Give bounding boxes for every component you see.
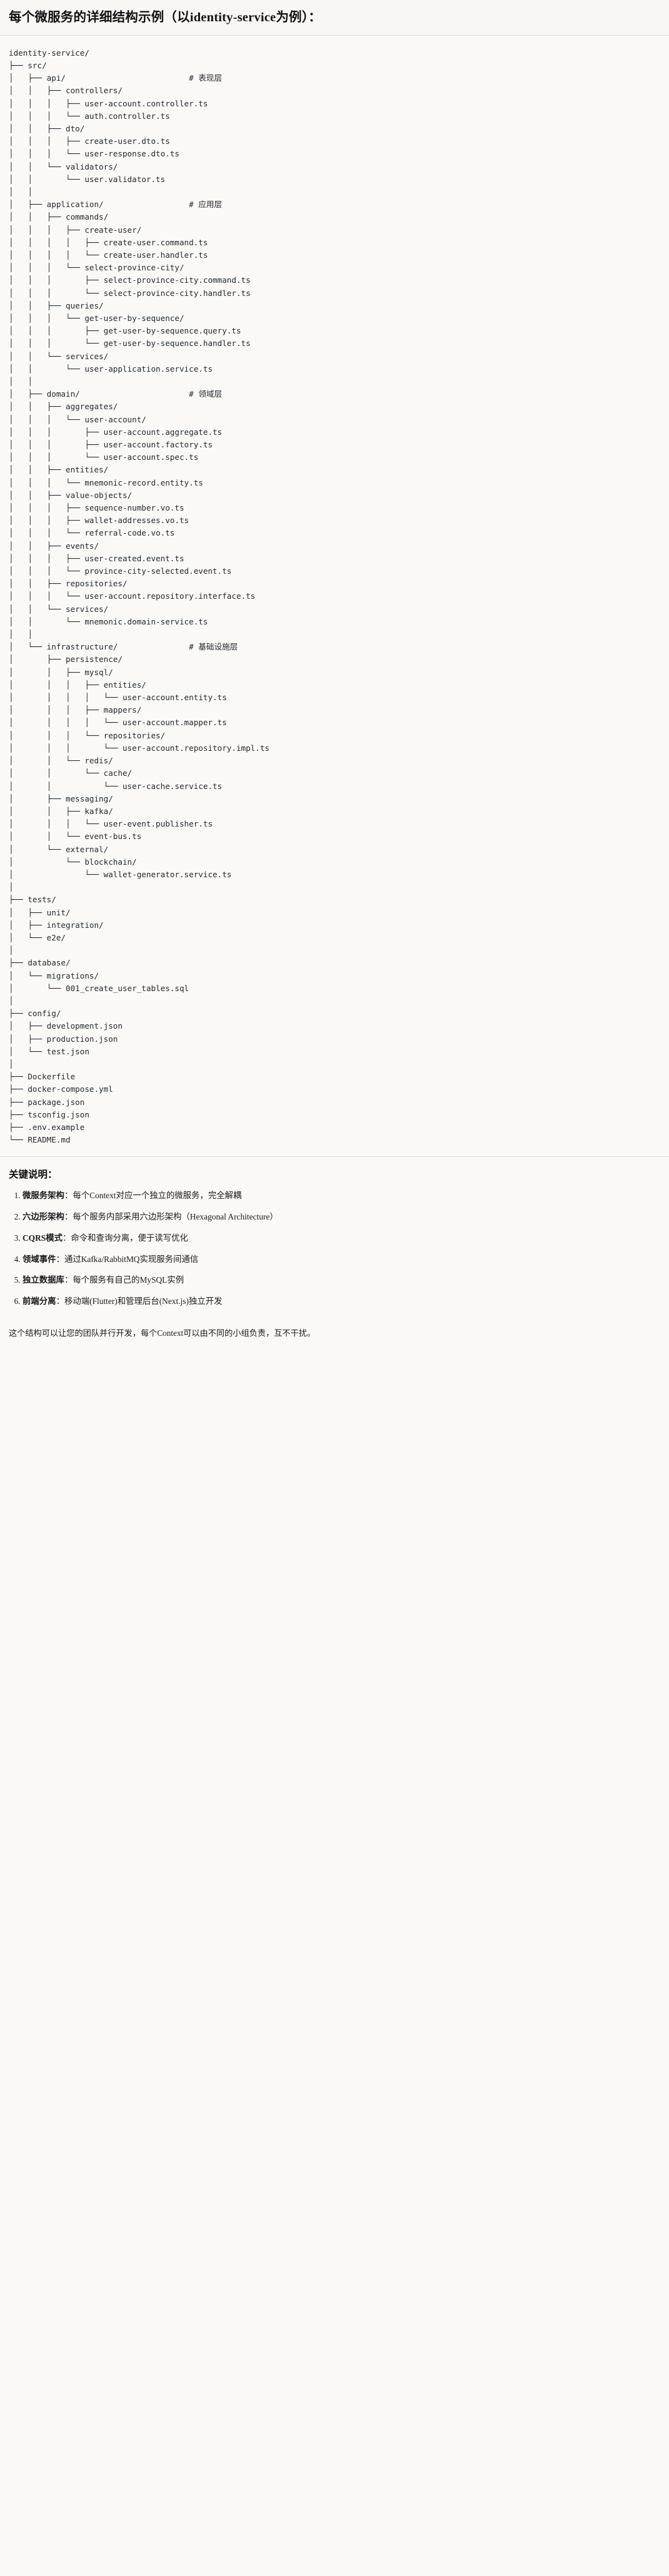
note-description: 每个服务有自己的MySQL实例 <box>73 1275 184 1285</box>
note-separator: ： <box>56 1296 64 1306</box>
note-description: 通过Kafka/RabbitMQ实现服务间通信 <box>64 1254 199 1264</box>
note-separator: ： <box>64 1212 73 1222</box>
key-notes-list: 微服务架构：每个Context对应一个独立的微服务，完全解耦 六边形架构：每个服… <box>9 1189 660 1308</box>
document-page: 每个微服务的详细结构示例（以identity-service为例）： ident… <box>0 0 669 1351</box>
document-header: 每个微服务的详细结构示例（以identity-service为例）： <box>0 0 669 36</box>
list-item: 微服务架构：每个Context对应一个独立的微服务，完全解耦 <box>23 1189 660 1203</box>
note-term: 微服务架构 <box>23 1191 64 1201</box>
note-term: 领域事件 <box>23 1254 56 1264</box>
list-item: 领域事件：通过Kafka/RabbitMQ实现服务间通信 <box>23 1253 660 1266</box>
note-description: 每个服务内部采用六边形架构（Hexagonal Architecture） <box>73 1212 278 1222</box>
directory-tree: identity-service/ ├── src/ │ ├── api/ # … <box>9 48 270 1145</box>
note-term: CQRS模式 <box>23 1233 63 1243</box>
key-notes-heading: 关键说明： <box>9 1169 58 1181</box>
note-separator: ： <box>63 1233 71 1243</box>
note-separator: ： <box>56 1254 64 1264</box>
page-title: 每个微服务的详细结构示例（以identity-service为例）： <box>9 11 321 24</box>
directory-tree-block: identity-service/ ├── src/ │ ├── api/ # … <box>0 35 669 1158</box>
closing-paragraph: 这个结构可以让您的团队并行开发，每个Context可以由不同的小组负责，互不干扰… <box>9 1328 316 1338</box>
note-description: 移动端(Flutter)和管理后台(Next.js)独立开发 <box>64 1296 223 1306</box>
list-item: 独立数据库：每个服务有自己的MySQL实例 <box>23 1274 660 1287</box>
list-item: CQRS模式：命令和查询分离，便于读写优化 <box>23 1232 660 1245</box>
note-description: 每个Context对应一个独立的微服务，完全解耦 <box>73 1191 242 1201</box>
note-term: 六边形架构 <box>23 1212 64 1222</box>
key-notes-section: 关键说明： 微服务架构：每个Context对应一个独立的微服务，完全解耦 六边形… <box>0 1157 669 1323</box>
note-term: 独立数据库 <box>23 1275 64 1285</box>
note-separator: ： <box>64 1275 73 1285</box>
note-separator: ： <box>64 1191 73 1201</box>
note-term: 前端分离 <box>23 1296 56 1306</box>
list-item: 六边形架构：每个服务内部采用六边形架构（Hexagonal Architectu… <box>23 1211 660 1224</box>
list-item: 前端分离：移动端(Flutter)和管理后台(Next.js)独立开发 <box>23 1295 660 1308</box>
note-description: 命令和查询分离，便于读写优化 <box>71 1233 188 1243</box>
